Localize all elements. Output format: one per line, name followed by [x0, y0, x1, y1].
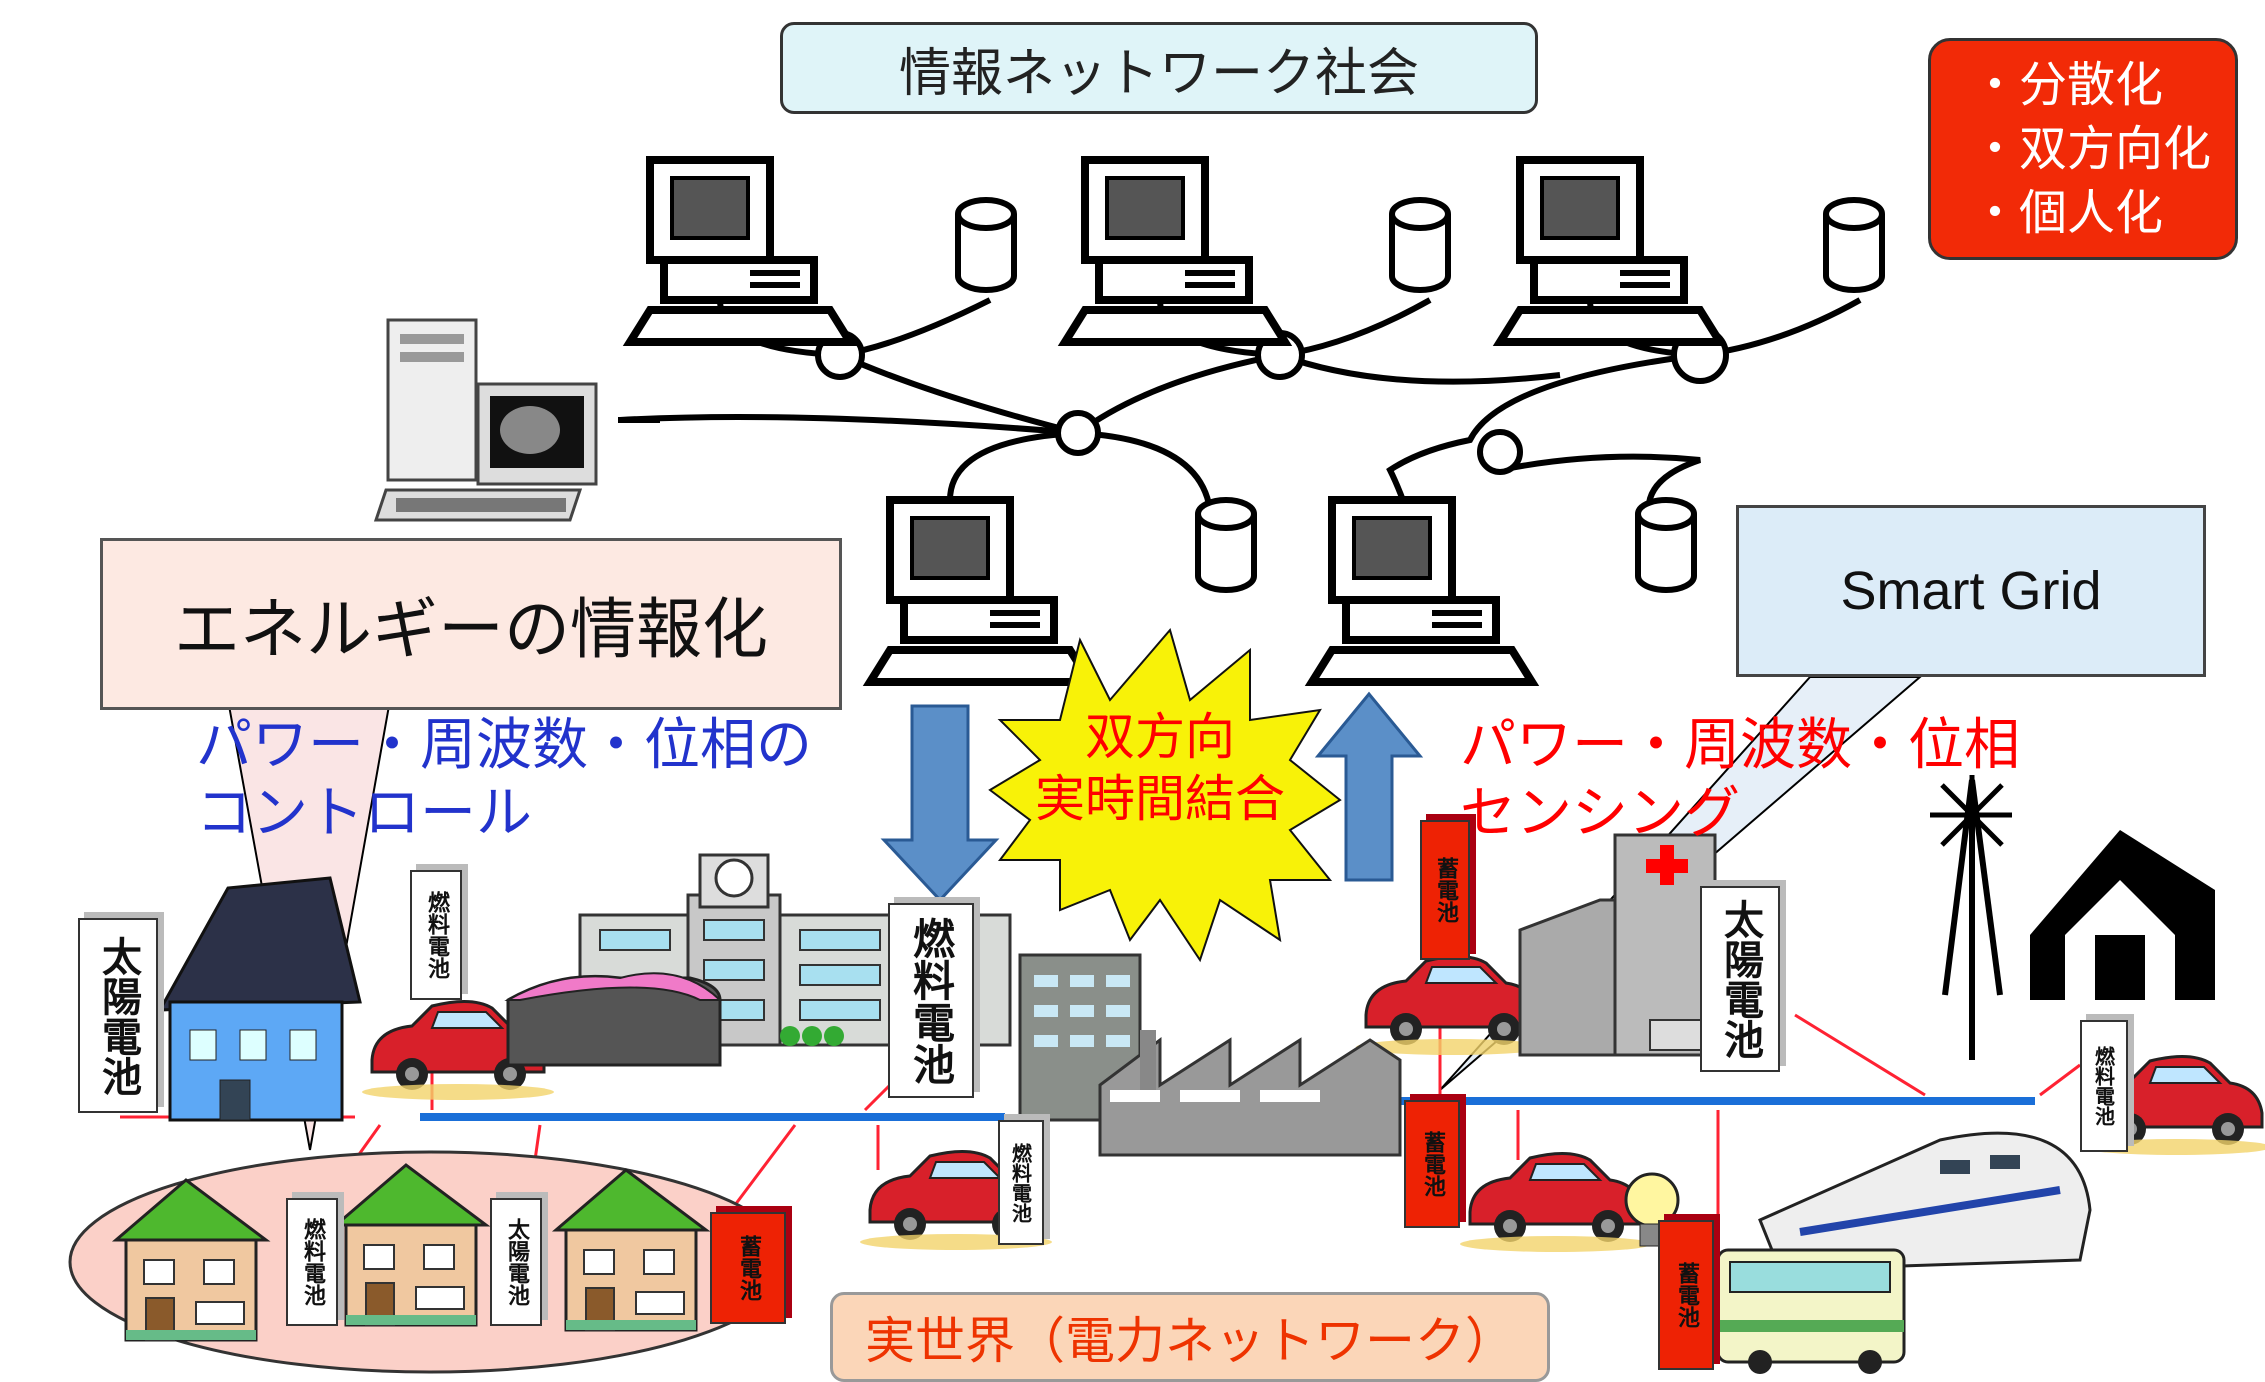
- bus-icon: [1716, 1248, 1906, 1374]
- sensing-line: センシング: [1460, 781, 1740, 846]
- blue-house-icon: [157, 876, 362, 1122]
- burst-line: 実時間結合: [1035, 770, 1285, 828]
- real-world-label: 実世界（電力ネットワーク）: [830, 1292, 1550, 1382]
- power-line: [420, 1097, 2035, 1121]
- database-icon: [1392, 200, 1448, 290]
- windmill-icon: [1930, 775, 2012, 1060]
- factory-icon: [1018, 953, 1402, 1157]
- sensing-line: パワー・周波数・位相: [1460, 713, 2020, 778]
- workstation-icon: [373, 318, 598, 522]
- database-icon: [958, 200, 1014, 290]
- solar-cell-label: 太陽電池: [78, 918, 158, 1113]
- control-line: パワー・周波数・位相の: [196, 713, 812, 778]
- smart-grid-box: Smart Grid: [1736, 505, 2206, 677]
- computer-icon: [1500, 160, 1720, 342]
- storage-battery-label: 蓄電池: [710, 1212, 786, 1324]
- control-label: パワー・周波数・位相の コントロール: [196, 712, 836, 848]
- fuel-cell-label: 燃料電池: [2080, 1020, 2128, 1152]
- down-arrow-icon: [880, 704, 1000, 903]
- storage-battery-label: 蓄電池: [1404, 1100, 1460, 1228]
- storage-battery-label: 蓄電池: [1658, 1220, 1714, 1370]
- car-icon: [1458, 1151, 1654, 1254]
- burst-line: 双方向: [1085, 708, 1235, 766]
- feature-item: ・双方向化: [1971, 121, 2212, 177]
- solar-cell-label: 太陽電池: [1700, 886, 1780, 1072]
- fuel-cell-label: 燃料電池: [410, 870, 462, 1000]
- computer-icon: [870, 500, 1090, 682]
- feature-item: ・個人化: [1971, 185, 2164, 241]
- fuel-cell-label: 燃料電池: [286, 1198, 338, 1326]
- computer-icon: [1065, 160, 1285, 342]
- barn-icon: [2030, 830, 2215, 1000]
- sensing-label: パワー・周波数・位相 センシング: [1460, 712, 2020, 848]
- database-icon: [1198, 500, 1254, 590]
- fuel-cell-label: 燃料電池: [998, 1120, 1044, 1245]
- train-icon: [1758, 1131, 2092, 1272]
- database-icon: [1826, 200, 1882, 290]
- burst-label: 双方向 実時間結合: [1010, 706, 1310, 830]
- computer-icon: [1312, 500, 1532, 682]
- fuel-cell-label: 燃料電池: [888, 903, 974, 1098]
- page-title: 情報ネットワーク社会: [780, 22, 1538, 114]
- burst-icon: [988, 627, 1342, 963]
- control-line: コントロール: [196, 781, 532, 846]
- computer-icon: [630, 160, 850, 342]
- feature-item: ・分散化: [1971, 57, 2164, 113]
- up-arrow-icon: [1314, 691, 1424, 882]
- database-icon: [1638, 500, 1694, 590]
- energy-info-box: エネルギーの情報化: [100, 538, 842, 710]
- storage-battery-label: 蓄電池: [1420, 820, 1470, 960]
- solar-cell-label: 太陽電池: [490, 1198, 542, 1326]
- hospital-icon: [1518, 833, 1722, 1057]
- features-box: ・分散化 ・双方向化 ・個人化: [1928, 38, 2238, 260]
